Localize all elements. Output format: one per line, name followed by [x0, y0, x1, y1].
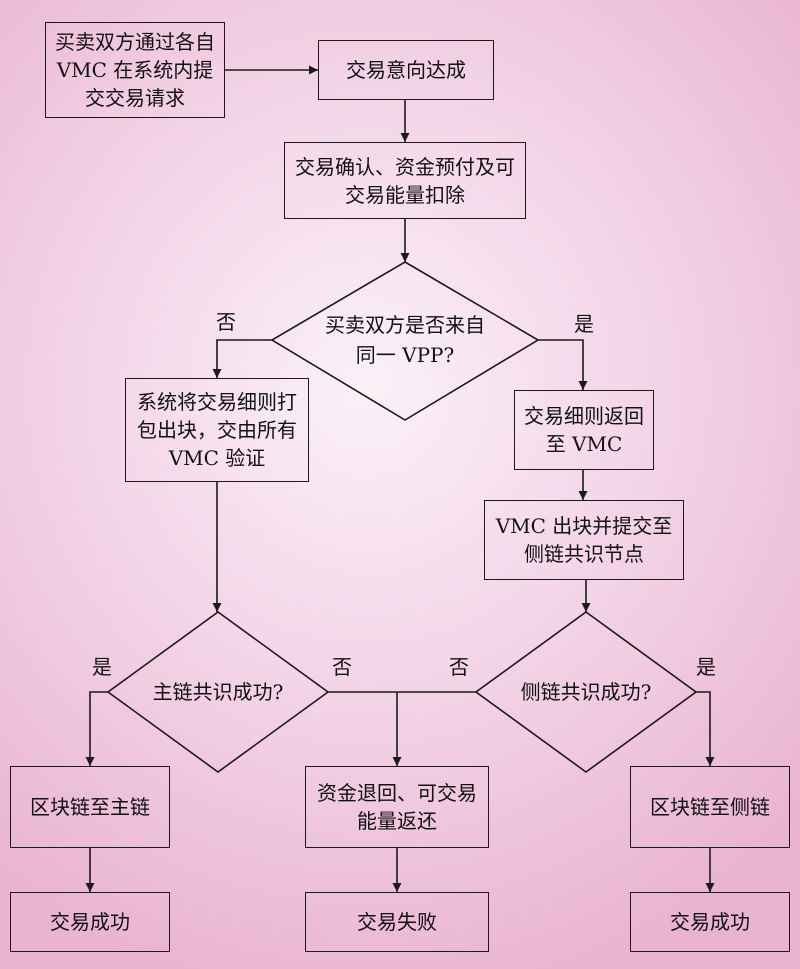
node-intent-reached-text: 交易意向达成 [346, 58, 466, 82]
decision-same-vpp-shape [270, 261, 540, 421]
node-chain-to-main-text: 区块链至主链 [30, 795, 150, 819]
decision-side-consensus-label: 侧链共识成功? [520, 680, 652, 704]
node-submit-request-text: 买卖双方通过各自 VMC 在系统内提交交易请求 [55, 30, 215, 110]
node-return-vmc: 交易细则返回至 VMC [514, 390, 654, 470]
node-intent-reached: 交易意向达成 [318, 40, 494, 100]
edge-label-main-no: 否 [332, 655, 352, 679]
node-success-right-text: 交易成功 [670, 910, 750, 934]
node-vmc-block-submit: VMC 出块并提交至侧链共识节点 [484, 500, 684, 580]
node-chain-to-side: 区块链至侧链 [630, 766, 790, 848]
edge-vpp-yes [538, 339, 588, 390]
node-success-left-text: 交易成功 [50, 910, 130, 934]
edge-label-main-yes: 是 [92, 655, 112, 679]
node-submit-request: 买卖双方通过各自 VMC 在系统内提交交易请求 [45, 22, 225, 118]
edge-side-yes [696, 691, 715, 766]
decision-side-consensus-shape [474, 611, 698, 773]
edge-label-side-no: 否 [449, 655, 469, 679]
node-fail: 交易失败 [305, 892, 489, 952]
decision-side-consensus-text: 侧链共识成功? [496, 677, 676, 707]
decision-main-consensus-shape [106, 611, 330, 773]
edge-label-vpp-yes: 是 [574, 312, 594, 336]
node-success-right: 交易成功 [630, 892, 790, 952]
edge-vpp-no [212, 339, 272, 378]
decision-same-vpp-text: 买卖双方是否来自同一 VPP? [322, 305, 488, 375]
edge-label-side-yes: 是 [696, 655, 716, 679]
node-confirm-prepay: 交易确认、资金预付及可交易能量扣除 [284, 142, 526, 219]
decision-main-consensus-text: 主链共识成功? [128, 677, 308, 707]
node-pack-all-vmc: 系统将交易细则打包出块，交由所有 VMC 验证 [125, 378, 309, 482]
node-refund: 资金退回、可交易能量返还 [305, 766, 489, 848]
node-chain-to-side-text: 区块链至侧链 [650, 795, 770, 819]
edge-main-yes [85, 691, 108, 766]
node-return-vmc-text: 交易细则返回至 VMC [524, 404, 644, 456]
decision-same-vpp-label: 买卖双方是否来自同一 VPP? [325, 313, 485, 367]
decision-main-consensus-label: 主链共识成功? [152, 680, 284, 704]
node-chain-to-main: 区块链至主链 [10, 766, 170, 848]
node-refund-text: 资金退回、可交易能量返还 [317, 781, 477, 833]
node-success-left: 交易成功 [10, 892, 170, 952]
node-pack-all-vmc-text: 系统将交易细则打包出块，交由所有 VMC 验证 [137, 390, 297, 470]
node-fail-text: 交易失败 [357, 910, 437, 934]
node-confirm-prepay-text: 交易确认、资金预付及可交易能量扣除 [295, 154, 515, 207]
edge-label-vpp-no: 否 [216, 310, 236, 334]
node-vmc-block-submit-text: VMC 出块并提交至侧链共识节点 [495, 514, 673, 566]
